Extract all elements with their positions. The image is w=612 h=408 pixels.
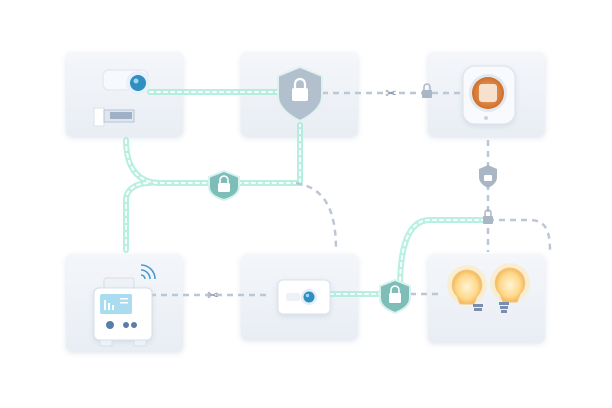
shield-lock-icon xyxy=(277,65,323,123)
shield-lock-icon xyxy=(379,278,411,315)
broken-link-icon: ✂ xyxy=(385,85,397,101)
shield-lock-icon xyxy=(208,169,240,202)
plain-links xyxy=(150,91,552,297)
shield-lock-icon xyxy=(479,165,497,188)
smart-sensor-icon xyxy=(462,65,516,125)
mini-camera-icon xyxy=(277,279,331,315)
security-camera-icon xyxy=(93,69,150,127)
smart-hub-icon xyxy=(93,277,153,347)
light-bulbs-icon xyxy=(447,263,530,313)
wifi-icon xyxy=(140,264,156,280)
broken-link-icon: ✂ xyxy=(207,287,219,303)
padlock-icon xyxy=(422,83,432,98)
padlock-icon xyxy=(483,209,493,224)
card-light-bulbs[interactable] xyxy=(428,254,545,342)
